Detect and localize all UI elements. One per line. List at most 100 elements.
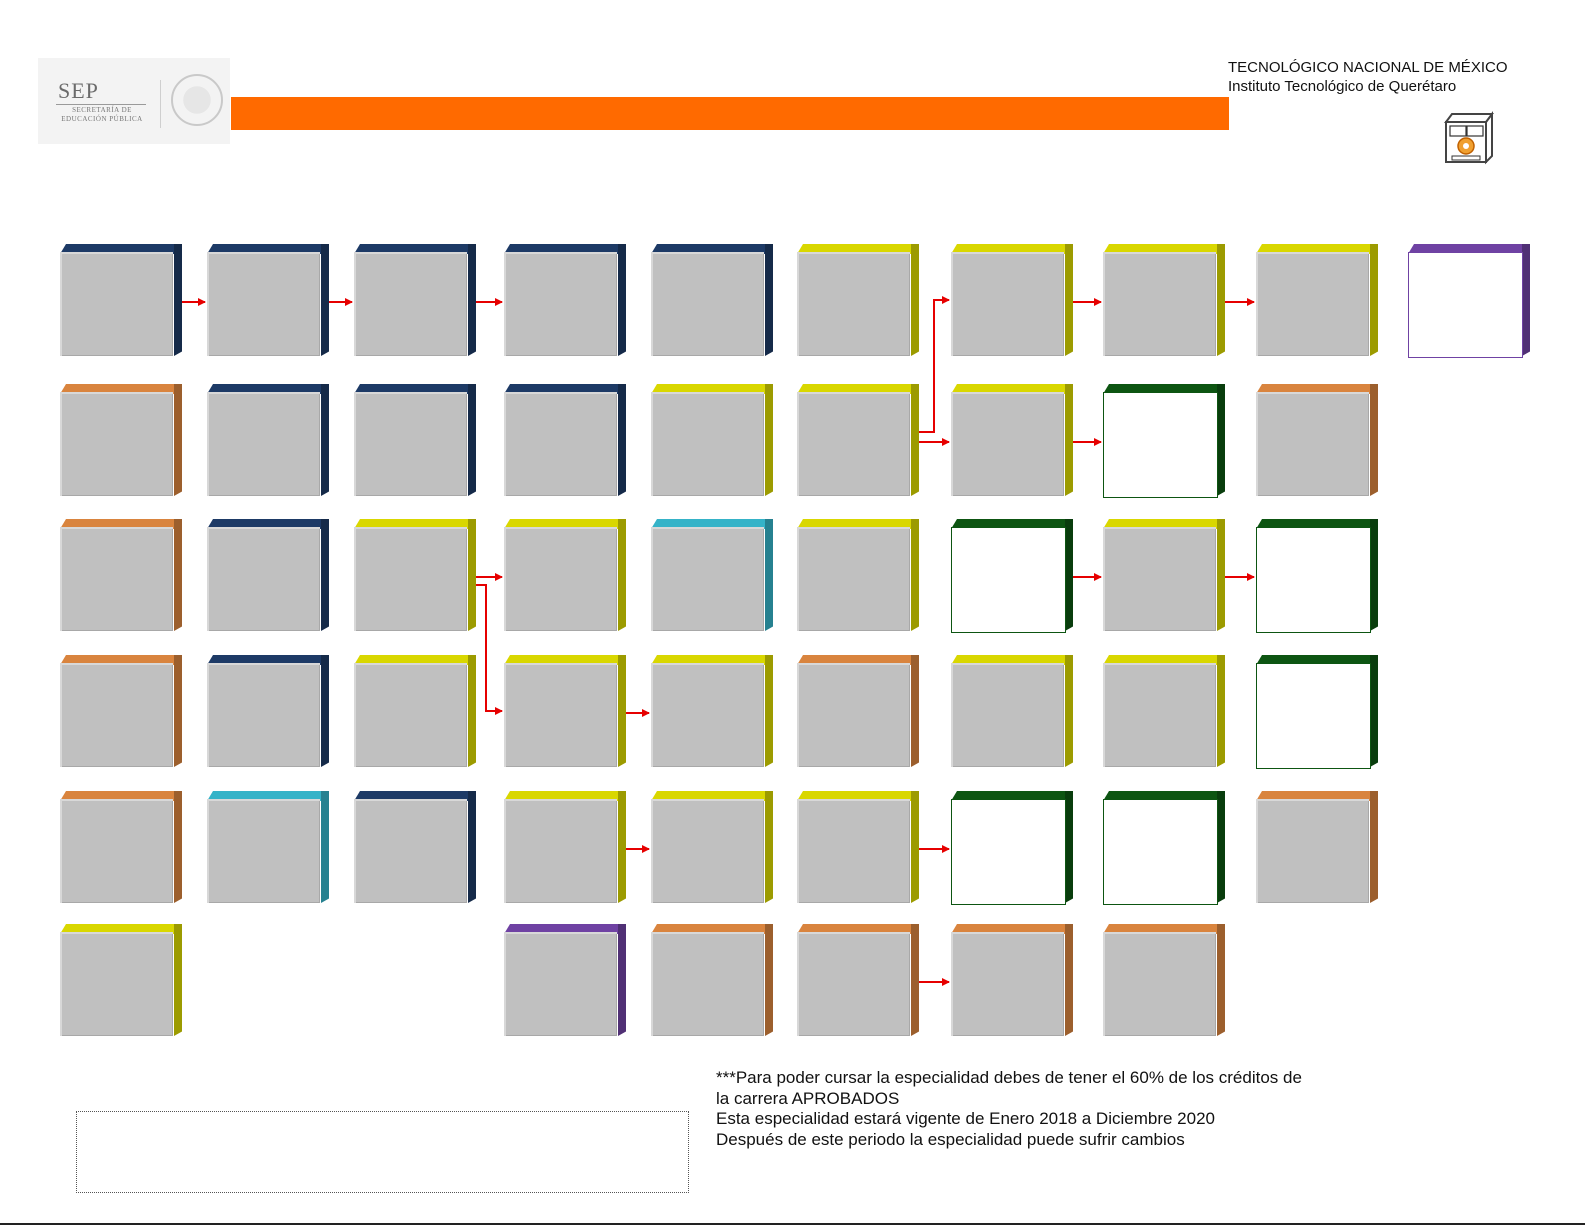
- course-box-face: [504, 392, 617, 496]
- course-box-face: [797, 527, 910, 631]
- course-box-side: [618, 384, 626, 496]
- course-box-top: [1256, 384, 1378, 394]
- course-box-r4-c8: [1256, 791, 1378, 903]
- course-box-top: [207, 655, 329, 665]
- course-box-side: [911, 519, 919, 631]
- course-box-r1-c0: [60, 384, 182, 496]
- course-box-top: [207, 384, 329, 394]
- course-box-side: [1522, 244, 1530, 356]
- course-box-side: [174, 244, 182, 356]
- course-box-r5-c3: [504, 924, 626, 1036]
- course-box-face: [1103, 392, 1218, 498]
- course-box-r2-c3: [504, 519, 626, 631]
- course-box-top: [354, 244, 476, 254]
- course-box-top: [1103, 519, 1225, 529]
- course-box-face: [504, 252, 617, 356]
- course-box-side: [618, 244, 626, 356]
- course-box-face: [354, 663, 467, 767]
- course-box-r0-c1: [207, 244, 329, 356]
- course-box-face: [651, 799, 764, 903]
- course-box-top: [504, 924, 626, 934]
- course-box-r3-c1: [207, 655, 329, 767]
- course-box-face: [60, 392, 173, 496]
- course-box-side: [1065, 924, 1073, 1036]
- course-box-side: [911, 791, 919, 903]
- course-box-side: [468, 244, 476, 356]
- course-box-side: [321, 791, 329, 903]
- course-box-side: [1217, 519, 1225, 631]
- course-box-face: [1103, 527, 1216, 631]
- course-box-top: [651, 791, 773, 801]
- course-box-side: [174, 519, 182, 631]
- course-box-top: [651, 244, 773, 254]
- course-box-top: [354, 655, 476, 665]
- course-box-face: [504, 663, 617, 767]
- course-box-face: [797, 252, 910, 356]
- prerequisite-arrow-9: [476, 584, 503, 715]
- course-box-face: [797, 392, 910, 496]
- course-box-r3-c0: [60, 655, 182, 767]
- course-box-face: [1256, 392, 1369, 496]
- note-line-2: la carrera APROBADOS: [716, 1088, 900, 1108]
- course-box-top: [207, 519, 329, 529]
- course-box-top: [504, 384, 626, 394]
- course-box-side: [618, 655, 626, 767]
- note-line-1: ***Para poder cursar la especialidad deb…: [716, 1068, 1302, 1087]
- course-box-face: [951, 932, 1064, 1036]
- course-box-r3-c2: [354, 655, 476, 767]
- header-orange-bar: [231, 97, 1229, 130]
- course-box-r4-c4: [651, 791, 773, 903]
- course-box-r4-c2: [354, 791, 476, 903]
- sep-logo-subtitle-line1: SECRETARÍA DE: [72, 106, 132, 114]
- course-box-r5-c0: [60, 924, 182, 1036]
- course-box-side: [1217, 244, 1225, 356]
- course-box-top: [951, 519, 1073, 529]
- course-box-r2-c5: [797, 519, 919, 631]
- course-box-r3-c8: [1256, 655, 1378, 769]
- course-box-side: [468, 655, 476, 767]
- course-box-r3-c7: [1103, 655, 1225, 767]
- course-box-face: [797, 663, 910, 767]
- course-box-side: [1065, 791, 1073, 903]
- course-box-r1-c3: [504, 384, 626, 496]
- course-box-face: [651, 392, 764, 496]
- course-box-r4-c5: [797, 791, 919, 903]
- course-box-top: [1256, 791, 1378, 801]
- course-box-side: [468, 791, 476, 903]
- course-box-face: [651, 252, 764, 356]
- course-box-side: [1370, 244, 1378, 356]
- course-box-side: [765, 384, 773, 496]
- course-box-top: [60, 791, 182, 801]
- notes: ***Para poder cursar la especialidad deb…: [716, 1068, 1336, 1150]
- course-box-top: [1256, 244, 1378, 254]
- course-box-side: [321, 655, 329, 767]
- course-box-side: [321, 384, 329, 496]
- course-box-side: [321, 244, 329, 356]
- course-box-top: [797, 384, 919, 394]
- course-box-top: [797, 655, 919, 665]
- course-box-face: [354, 392, 467, 496]
- course-box-side: [765, 791, 773, 903]
- course-box-side: [618, 924, 626, 1036]
- course-box-r1-c6: [951, 384, 1073, 496]
- course-box-face: [207, 663, 320, 767]
- course-box-face: [60, 527, 173, 631]
- course-box-face: [504, 799, 617, 903]
- course-box-face: [1256, 527, 1371, 633]
- course-box-face: [651, 932, 764, 1036]
- course-box-face: [1103, 799, 1218, 905]
- course-box-face: [354, 527, 467, 631]
- course-box-face: [354, 252, 467, 356]
- course-box-face: [60, 252, 173, 356]
- course-box-r0-c7: [1103, 244, 1225, 356]
- course-box-top: [651, 655, 773, 665]
- course-box-side: [618, 791, 626, 903]
- course-box-face: [207, 527, 320, 631]
- course-box-r0-c5: [797, 244, 919, 356]
- sep-logo-subtitle-line2: EDUCACIÓN PÚBLICA: [61, 115, 143, 123]
- course-box-face: [1103, 932, 1216, 1036]
- course-box-top: [1103, 791, 1225, 801]
- course-box-face: [207, 392, 320, 496]
- course-box-face: [1103, 252, 1216, 356]
- course-box-side: [1065, 384, 1073, 496]
